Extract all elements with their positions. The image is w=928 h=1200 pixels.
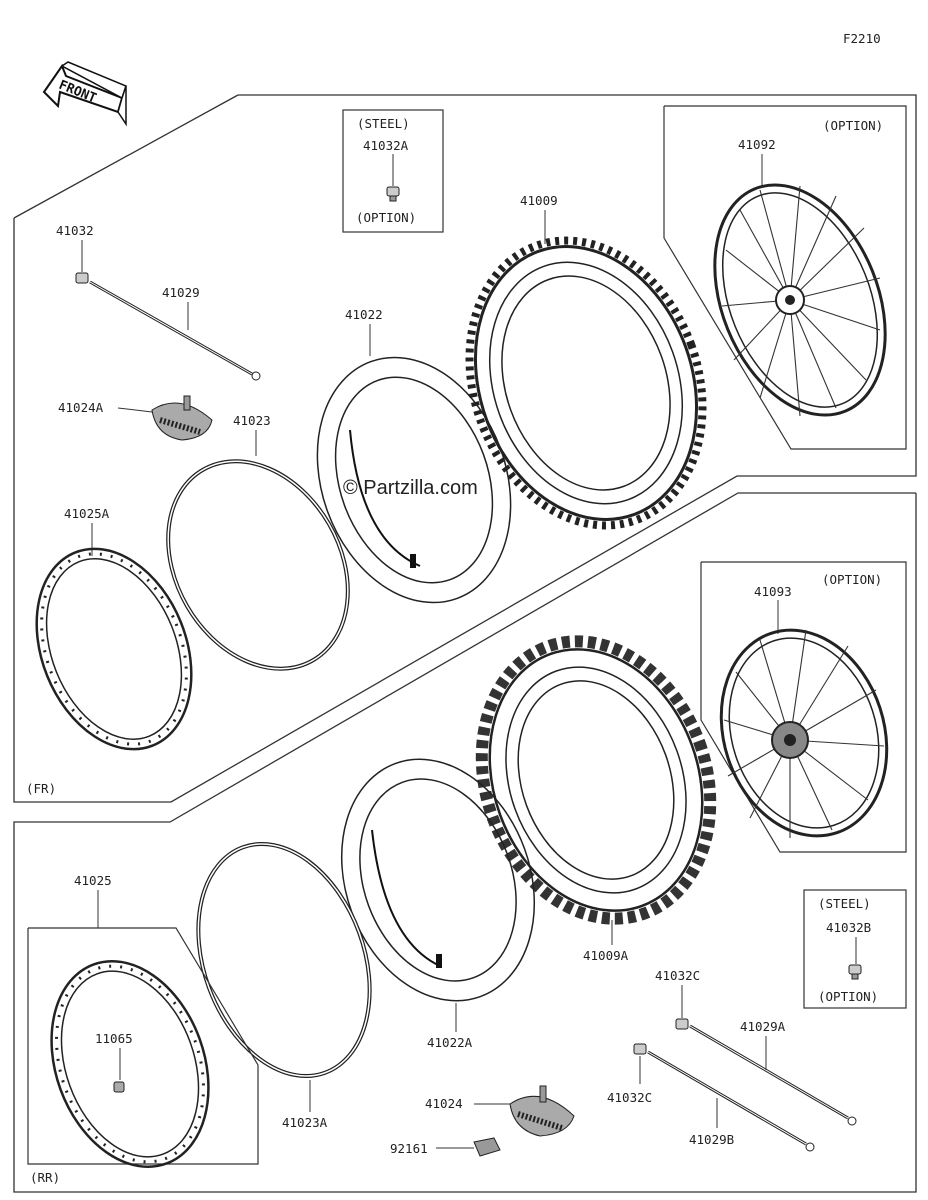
part-41024a-label: 41024A xyxy=(58,400,104,415)
rim-band-41023a xyxy=(196,841,372,1079)
rear-rim-box xyxy=(27,927,259,1165)
front-section-label: (FR) xyxy=(26,781,56,796)
part-41024-label: 41024 xyxy=(425,1096,463,1111)
steel-b-part: 41032B xyxy=(826,920,871,935)
rim-lock-41024-icon xyxy=(509,1085,575,1137)
part-41092-label: 41092 xyxy=(738,137,776,152)
part-41022a-label: 41022A xyxy=(427,1035,473,1050)
valve-nut-icon xyxy=(386,186,400,202)
part-41022-label: 41022 xyxy=(345,307,383,322)
valve-nut-41032c-top-icon xyxy=(675,1018,689,1030)
part-41032-label: 41032 xyxy=(56,223,94,238)
steel-a-box xyxy=(342,109,444,233)
damper-92161-icon xyxy=(473,1137,501,1157)
steel-a-part: 41032A xyxy=(363,138,409,153)
steel-b-top: (STEEL) xyxy=(818,896,871,911)
part-41009-label: 41009 xyxy=(520,193,558,208)
rear-section-label: (RR) xyxy=(30,1170,60,1185)
part-92161-label: 92161 xyxy=(390,1141,428,1156)
valve-nut-41032b-icon xyxy=(848,964,862,980)
rim-band-41023 xyxy=(166,459,350,671)
rear-rim-41025 xyxy=(50,959,210,1169)
rear-section-frame xyxy=(13,492,917,1193)
grommet-11065-icon xyxy=(113,1081,125,1093)
option-wheel-rear-tag: (OPTION) xyxy=(822,572,882,587)
option-wheel-rear-box xyxy=(700,561,907,853)
part-41009a-label: 41009A xyxy=(583,948,629,963)
part-41029-label: 41029 xyxy=(162,285,200,300)
rear-wheel-41093 xyxy=(719,628,889,838)
front-section-frame xyxy=(13,94,917,803)
steel-a-bottom: (OPTION) xyxy=(356,210,416,225)
part-41023-label: 41023 xyxy=(233,413,271,428)
figure-code: F2210 xyxy=(843,31,881,46)
part-41093-label: 41093 xyxy=(754,584,792,599)
part-41032c-top-label: 41032C xyxy=(655,968,700,983)
steel-b-box xyxy=(803,889,907,1009)
part-41025-label: 41025 xyxy=(74,873,112,888)
option-wheel-front-box xyxy=(663,105,907,450)
part-41025a-label: 41025A xyxy=(64,506,110,521)
part-11065-label: 11065 xyxy=(95,1031,133,1046)
front-arrow-icon: FRONT xyxy=(42,61,127,127)
steel-b-bottom: (OPTION) xyxy=(818,989,878,1004)
option-wheel-front-tag: (OPTION) xyxy=(823,118,883,133)
part-41029b-label: 41029B xyxy=(689,1132,734,1147)
valve-nut-41032-icon xyxy=(75,272,89,284)
part-41029a-label: 41029A xyxy=(740,1019,786,1034)
part-41023a-label: 41023A xyxy=(282,1115,328,1130)
steel-a-top: (STEEL) xyxy=(357,116,410,131)
part-41032c-bottom-label: 41032C xyxy=(607,1090,652,1105)
rim-lock-41024a-icon xyxy=(151,395,213,441)
front-rim-41025a xyxy=(35,547,193,751)
valve-nut-41032c-bottom-icon xyxy=(633,1043,647,1055)
rear-tire-41009a xyxy=(475,635,717,925)
watermark: © Partzilla.com xyxy=(343,477,478,499)
front-tire-41009 xyxy=(465,236,707,530)
front-wheel-41092 xyxy=(713,183,887,417)
